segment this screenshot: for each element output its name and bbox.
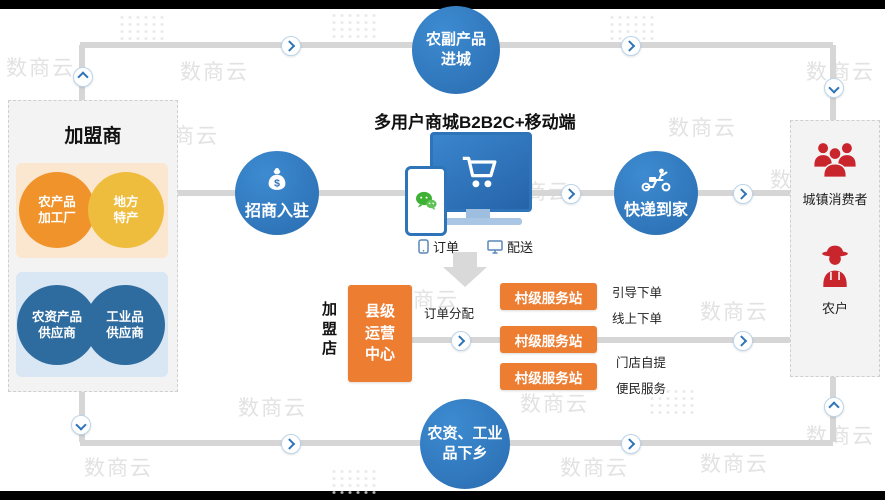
supplier-circle-specialty: 地方 特产: [88, 172, 164, 248]
chevron-down-icon: [828, 82, 840, 94]
merchant-entry-circle: $ 招商入驻: [235, 151, 319, 235]
chevron-up-icon: [828, 401, 840, 413]
supplier-label: 农产品 加工厂: [38, 194, 76, 225]
monitor-stand: [466, 209, 490, 218]
watermark-dots: [608, 14, 656, 40]
flow-node: [824, 78, 844, 98]
franchise-store-label: 加 盟 店: [322, 301, 338, 357]
delivery-scooter-icon: [641, 168, 671, 191]
flow-node: [281, 36, 301, 56]
platform-title: 多用户商城B2B2C+移动端: [374, 113, 576, 132]
order-allocation-label: 订单分配: [424, 307, 475, 321]
supplier-label: 地方 特产: [113, 194, 139, 225]
home-delivery-label: 快递到家: [623, 201, 688, 219]
watermark-dots: [330, 468, 378, 494]
village-station-label: 村级服务站: [514, 290, 583, 306]
supplier-label: 工业品 供应商: [106, 309, 144, 340]
chevron-right-icon: [623, 438, 636, 450]
flow-node: [733, 184, 753, 204]
dispatch-label: 配送: [507, 240, 534, 255]
chevron-right-icon: [623, 40, 636, 52]
county-operation-center-box: 县级 运营 中心: [348, 285, 412, 382]
village-station-box: 村级服务站: [500, 326, 597, 353]
service-label: 引导下单: [612, 286, 663, 300]
flow-node: [733, 331, 753, 351]
chevron-right-icon: [563, 188, 576, 200]
home-delivery-circle: 快递到家: [614, 151, 698, 235]
flow-node: [561, 184, 581, 204]
smartphone-icon: [405, 166, 447, 236]
village-station-label: 村级服务站: [514, 370, 583, 386]
watermark-text: 数商云: [6, 57, 75, 80]
chevron-right-icon: [735, 188, 748, 200]
shopping-cart-icon: [462, 156, 497, 188]
flow-node: [621, 36, 641, 56]
farmers-label: 农户: [821, 301, 848, 316]
chevron-up-icon: [77, 71, 89, 83]
flow-node: [451, 331, 471, 351]
merchant-entry-label: 招商入驻: [244, 202, 309, 220]
village-station-box: 村级服务站: [500, 363, 597, 390]
desktop-monitor-icon: [430, 132, 532, 212]
watermark-dots: [330, 12, 378, 38]
watermark-dots: [648, 388, 696, 414]
chevron-right-icon: [453, 335, 466, 347]
watermark-text: 数商云: [700, 453, 769, 476]
watermark-text: 数商云: [84, 457, 153, 480]
top-flow-label: 农副产品 进城: [425, 30, 486, 68]
supplier-circle-industrial: 工业品 供应商: [85, 285, 165, 365]
consumers-panel: 城镇消费者 农户: [790, 120, 880, 377]
supplier-circle-agri-material: 农资产品 供应商: [17, 285, 97, 365]
village-station-box: 村级服务站: [500, 283, 597, 310]
flow-node: [281, 434, 301, 454]
flow-node: [73, 67, 93, 87]
watermark-text: 数商云: [180, 61, 249, 84]
supplier-circle-processing: 农产品 加工厂: [19, 172, 95, 248]
supplier-label: 农资产品 供应商: [31, 309, 82, 340]
watermark-text: 数商云: [700, 301, 769, 324]
chevron-right-icon: [735, 335, 748, 347]
chevron-right-icon: [283, 438, 296, 450]
bottom-flow-circle: 农资、工业 品下乡: [420, 399, 510, 489]
service-label: 线上下单: [612, 312, 663, 326]
bottom-black-bar: [0, 491, 885, 500]
flow-node: [621, 434, 641, 454]
village-station-label: 村级服务站: [514, 333, 583, 349]
monitor-base: [436, 218, 522, 225]
watermark-text: 数商云: [520, 393, 589, 416]
farmer-icon: [822, 245, 848, 287]
watermark-dots: [118, 14, 166, 40]
watermark-text: 数商云: [238, 397, 307, 420]
chevron-right-icon: [283, 40, 296, 52]
service-label: 门店自提: [616, 356, 667, 370]
bottom-flow-label: 农资、工业 品下乡: [427, 424, 503, 462]
franchisee-panel-title: 加盟商: [64, 126, 122, 147]
chevron-down-icon: [75, 419, 87, 431]
top-flow-circle: 农副产品 进城: [412, 6, 500, 94]
dispatch-label-group: 配送: [487, 237, 533, 256]
flow-node: [824, 397, 844, 417]
monitor-small-icon: [487, 239, 503, 254]
watermark-text: 数商云: [806, 61, 875, 84]
order-label: 订单: [433, 240, 460, 255]
svg-text:$: $: [274, 177, 280, 189]
top-black-bar: [0, 0, 885, 9]
consumers-group-icon: [814, 143, 856, 179]
watermark-text: 数商云: [668, 117, 737, 140]
consumers-label: 城镇消费者: [802, 192, 868, 207]
order-label-group: 订单: [418, 237, 459, 256]
money-bag-icon: $: [268, 167, 286, 190]
wechat-icon: [416, 191, 437, 210]
flow-node: [71, 415, 91, 435]
service-label: 便民服务: [616, 382, 667, 396]
phone-small-icon: [418, 239, 429, 254]
watermark-text: 数商云: [560, 457, 629, 480]
flow-line-stations: [412, 337, 792, 343]
